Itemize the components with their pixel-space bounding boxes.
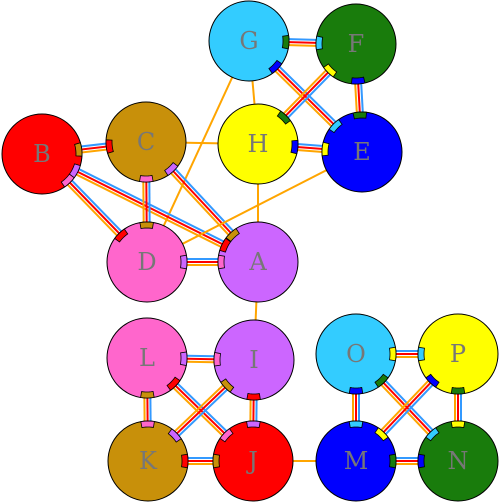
- node-label-k: K: [139, 447, 158, 475]
- port-layer: [60, 34, 466, 469]
- port-marker: [450, 387, 466, 395]
- node-label-o: O: [346, 340, 366, 368]
- node-label-m: M: [344, 447, 369, 475]
- node-label-n: N: [448, 447, 469, 475]
- node-label-e: E: [353, 138, 371, 166]
- edge-g-d: [146, 40, 250, 263]
- port-marker: [246, 420, 261, 429]
- port-marker: [219, 428, 234, 443]
- port-marker: [139, 221, 154, 229]
- port-marker: [425, 427, 440, 442]
- port-marker: [105, 139, 114, 154]
- port-marker: [352, 111, 368, 120]
- port-marker: [389, 453, 397, 469]
- node-p: P: [417, 313, 499, 395]
- node-label-f: F: [348, 30, 365, 58]
- port-marker: [417, 346, 425, 362]
- port-marker: [166, 376, 181, 391]
- node-k: K: [107, 420, 189, 502]
- node-a: A: [217, 221, 299, 303]
- port-marker: [213, 352, 222, 367]
- port-marker: [374, 427, 389, 442]
- port-marker: [328, 118, 343, 134]
- node-label-p: P: [450, 340, 466, 368]
- node-label-c: C: [137, 128, 155, 156]
- node-label-a: A: [248, 248, 267, 276]
- node-label-i: I: [249, 346, 258, 374]
- node-label-l: L: [139, 344, 155, 372]
- node-g: G: [208, 0, 290, 82]
- port-marker: [68, 163, 81, 179]
- port-marker: [389, 346, 397, 362]
- node-label-j: J: [245, 447, 258, 475]
- node-label-d: D: [137, 248, 156, 276]
- node-e: E: [321, 111, 403, 193]
- port-marker: [425, 373, 440, 388]
- node-d: D: [106, 221, 188, 303]
- port-marker: [323, 63, 338, 78]
- port-marker: [348, 420, 364, 428]
- node-label-b: B: [33, 140, 51, 168]
- port-marker: [225, 227, 240, 242]
- port-marker: [315, 35, 324, 51]
- port-marker: [114, 228, 129, 243]
- port-marker: [290, 139, 299, 155]
- port-marker: [348, 387, 364, 395]
- node-label-h: H: [248, 130, 269, 158]
- port-marker: [217, 254, 225, 270]
- port-marker: [140, 420, 155, 429]
- port-marker: [179, 351, 188, 366]
- node-label-g: G: [239, 27, 258, 55]
- node-l: L: [106, 317, 188, 399]
- port-marker: [268, 59, 283, 75]
- port-marker: [220, 378, 235, 393]
- port-marker: [417, 453, 425, 469]
- port-marker: [180, 254, 188, 270]
- node-h: H: [217, 103, 299, 185]
- port-marker: [276, 110, 291, 125]
- port-marker: [74, 142, 83, 157]
- port-marker: [181, 453, 189, 469]
- port-marker: [167, 428, 182, 443]
- port-marker: [281, 34, 290, 50]
- port-marker: [321, 141, 330, 157]
- port-marker: [450, 420, 466, 428]
- port-marker: [374, 373, 389, 388]
- port-marker: [246, 392, 261, 401]
- port-marker: [164, 162, 179, 177]
- port-marker: [350, 76, 366, 85]
- port-marker: [140, 390, 155, 399]
- port-marker: [212, 453, 220, 469]
- port-marker: [60, 173, 75, 188]
- port-marker: [139, 175, 154, 183]
- port-marker: [219, 237, 232, 253]
